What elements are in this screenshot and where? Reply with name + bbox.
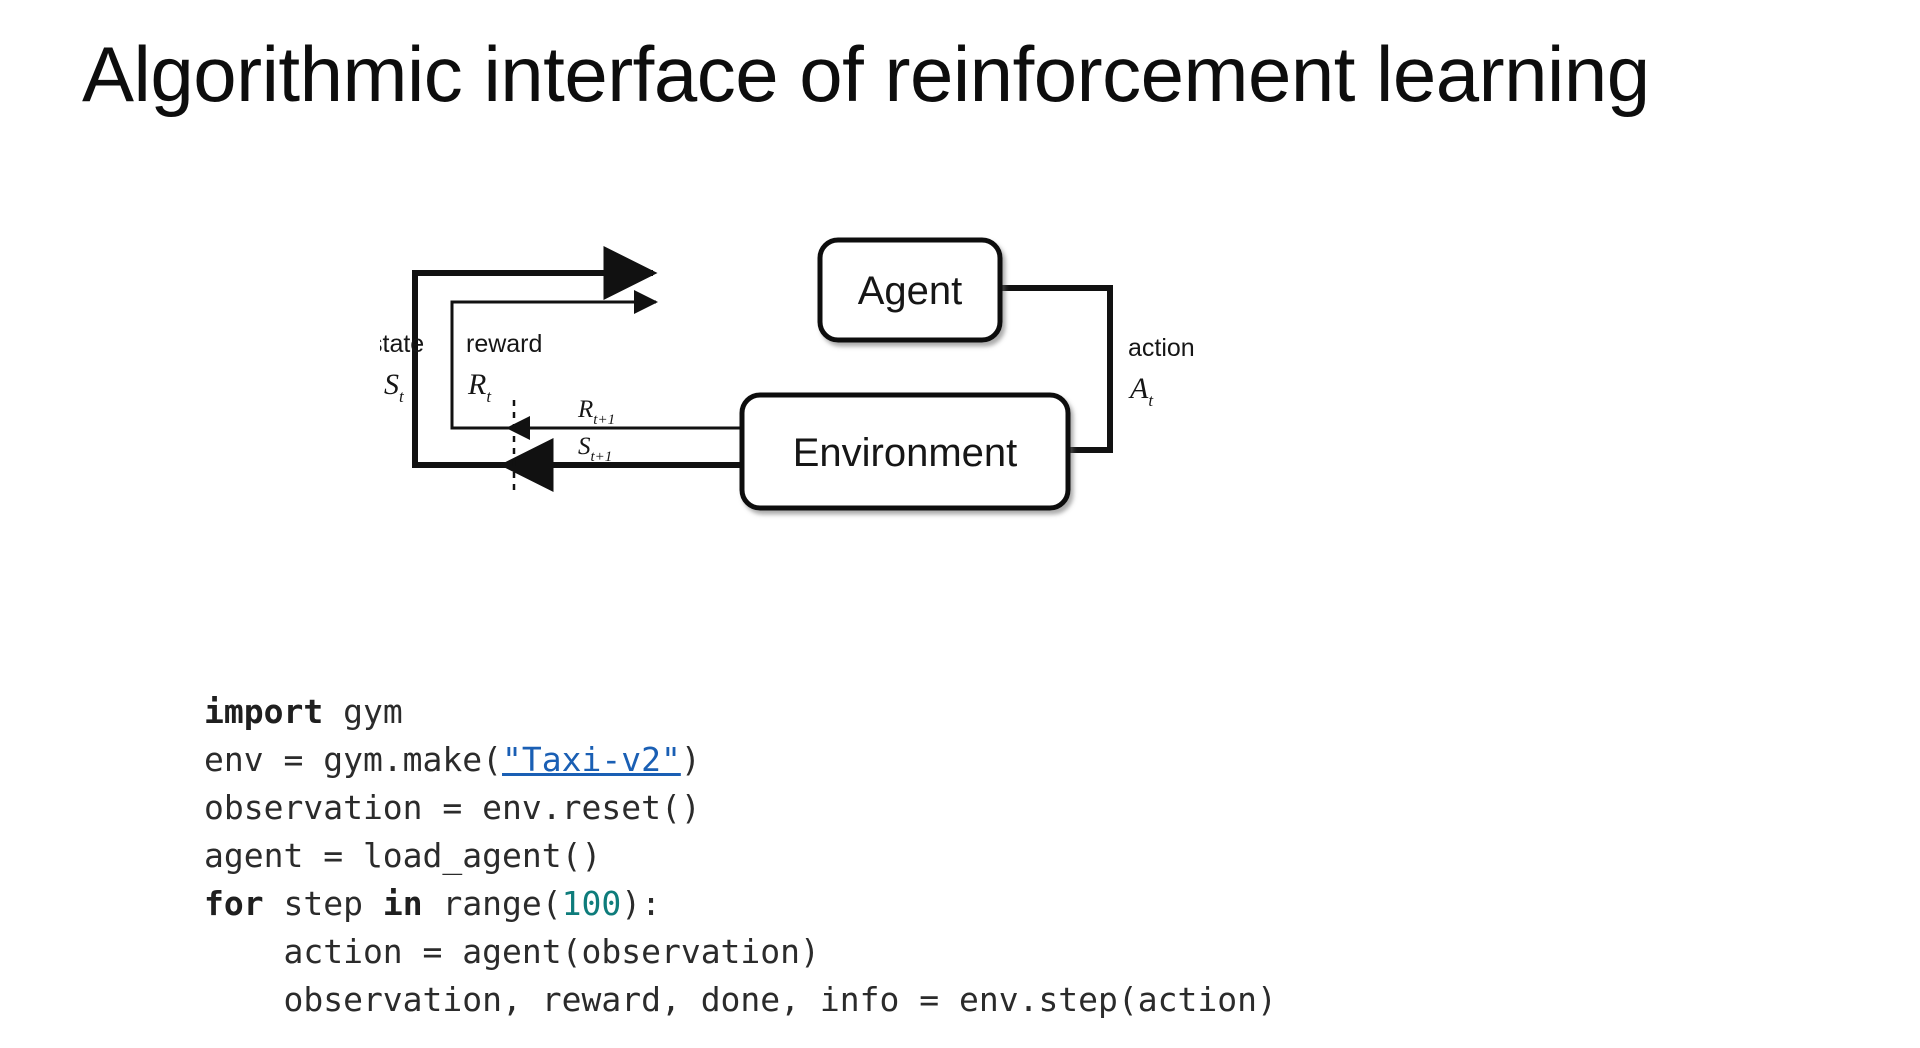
code-line: observation = env.reset() — [204, 784, 1277, 832]
reward-feedback-path — [450, 290, 658, 430]
node-agent-label: Agent — [858, 269, 963, 313]
code-text: agent = load_agent() — [204, 836, 602, 875]
code-text: ) — [680, 740, 701, 779]
code-text: observation = env.reset() — [204, 788, 701, 827]
agent-environment-diagram: Agent Environment state St reward Rt act… — [380, 210, 1200, 530]
edge-symbol-reward: Rt — [467, 368, 492, 406]
code-line: agent = load_agent() — [204, 832, 1277, 880]
code-text: action = agent(observation) — [204, 932, 820, 971]
edge-symbol-next-reward: Rt+1 — [577, 396, 615, 428]
code-text: gym — [323, 692, 403, 731]
code-line: action = agent(observation) — [204, 928, 1277, 976]
code-text: step — [263, 884, 383, 923]
code-keyword: for — [204, 884, 264, 923]
edge-symbol-action: At — [1128, 372, 1154, 410]
code-text: observation, reward, done, info = env.st… — [204, 980, 1277, 1019]
code-text: ): — [621, 884, 662, 923]
code-text: range( — [422, 884, 562, 923]
edge-label-state: state — [380, 330, 424, 358]
code-line: for step in range(100): — [204, 880, 1277, 928]
node-environment[interactable]: Environment — [739, 392, 1071, 511]
page-title: Algorithmic interface of reinforcement l… — [82, 30, 1650, 118]
node-environment-label: Environment — [793, 431, 1018, 475]
node-agent[interactable]: Agent — [817, 237, 1003, 343]
edge-symbol-state: St — [384, 368, 405, 406]
edge-label-action: action — [1128, 334, 1195, 362]
edge-symbol-next-state: St+1 — [578, 433, 612, 465]
code-number: 100 — [561, 884, 622, 923]
code-line: observation, reward, done, info = env.st… — [204, 976, 1277, 1024]
edge-label-reward: reward — [466, 330, 542, 358]
code-string-link[interactable]: "Taxi-v2" — [502, 740, 681, 779]
code-line: import gym — [204, 688, 1277, 736]
state-feedback-path — [412, 246, 658, 468]
code-line: env = gym.make("Taxi-v2") — [204, 736, 1277, 784]
code-text: env = gym.make( — [204, 740, 503, 779]
code-keyword: in — [382, 884, 423, 923]
code-keyword: import — [204, 692, 324, 731]
